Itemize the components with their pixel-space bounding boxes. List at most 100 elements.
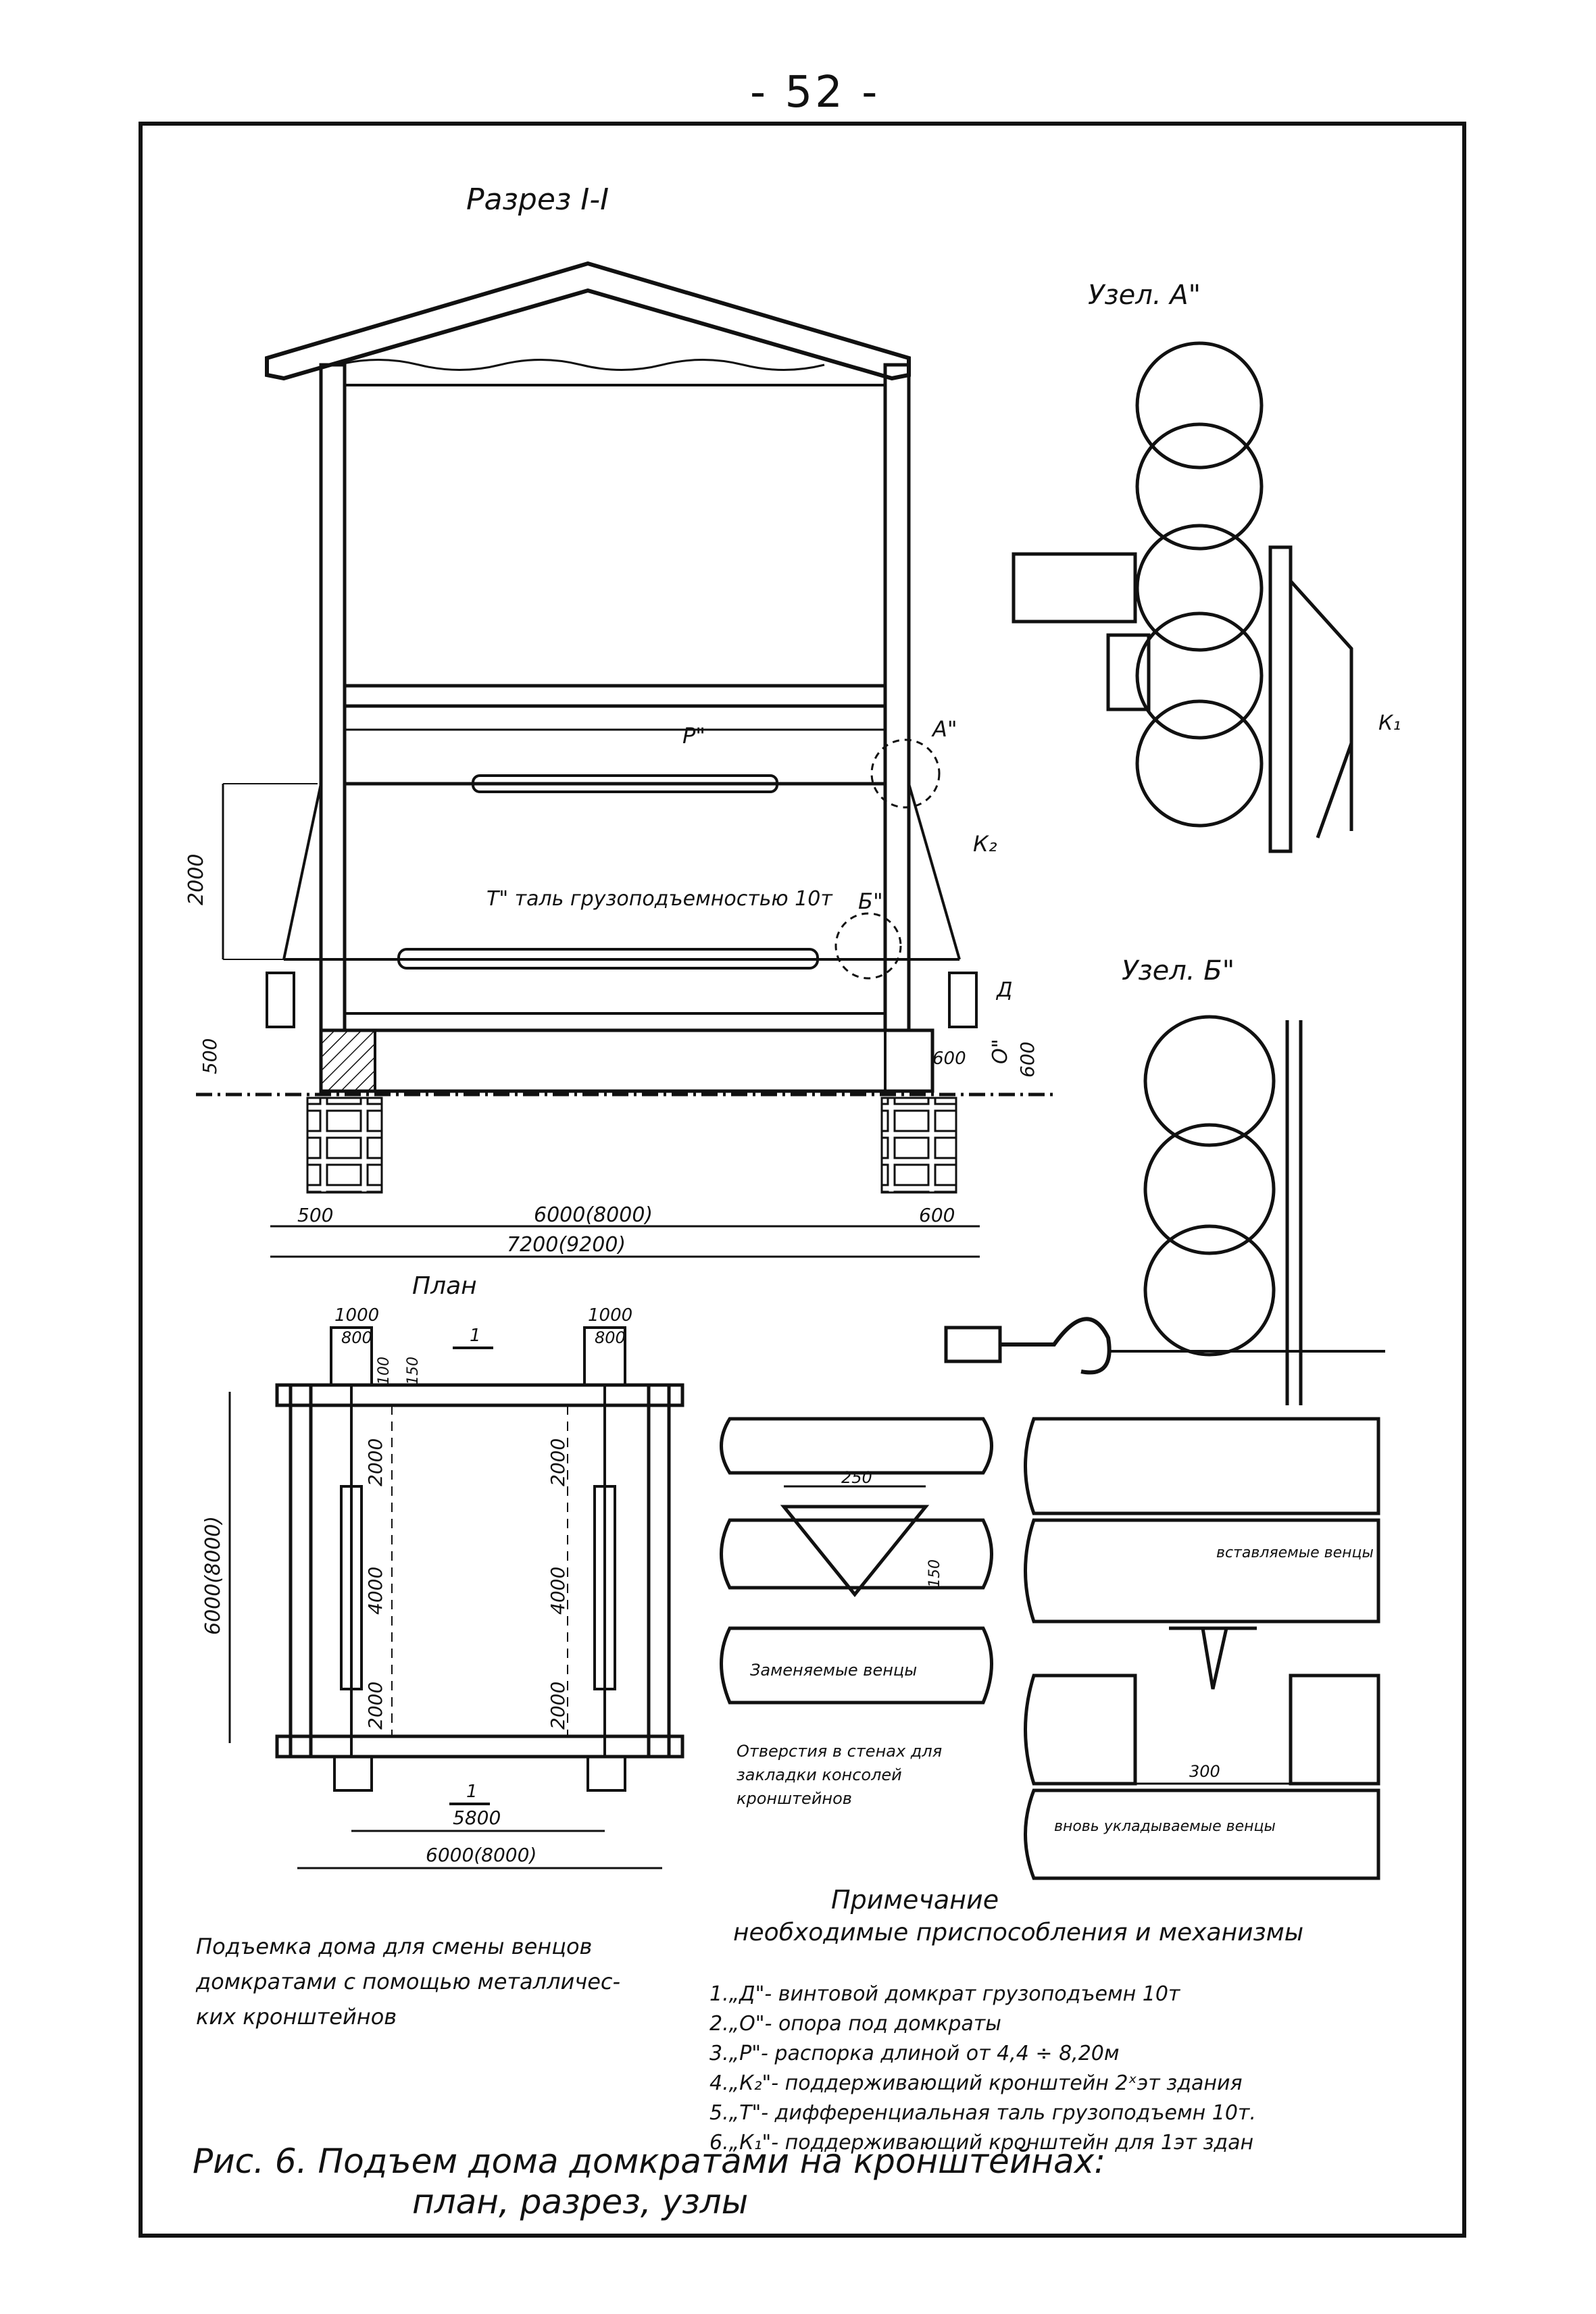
lower-log-2	[1289, 1674, 1380, 1786]
log-wall-3	[720, 1626, 993, 1705]
left-caption-line: Подъемка дома для смены венцов	[196, 1934, 593, 1959]
opening-caption-2: закладки консолей	[737, 1765, 902, 1784]
log-b3	[1143, 1224, 1276, 1357]
drawing-frame	[139, 122, 1466, 2238]
bracket-right	[907, 783, 961, 960]
log-a5	[1135, 699, 1264, 828]
bracket-a-arm	[1289, 580, 1353, 838]
wall-opening-detail: 250 150 Заменяемые венцы Отверстия в сте…	[720, 1417, 993, 1808]
section-view: Разрез I-I Р" А" К₂ 2000 Т" таль грузопо…	[184, 182, 1054, 1258]
plan-v2000a: 2000	[364, 1438, 386, 1486]
note-item: 1.„Д"- винтовой домкрат грузоподъемн 10т	[709, 1982, 1180, 2006]
insert-log-2	[1024, 1518, 1380, 1624]
opening-caption-1: Отверстия в стенах для	[737, 1742, 942, 1761]
note-item: 2.„О"- опора под домкраты	[709, 2012, 1001, 2036]
plan-wall-top	[275, 1383, 684, 1407]
dim-600-small: 600	[932, 1049, 966, 1069]
plan-d1000b: 1000	[588, 1305, 632, 1326]
dim-250: 250	[841, 1468, 872, 1487]
dim-600-vert: 600	[1016, 1042, 1039, 1078]
plan-sec-bot: 1	[466, 1782, 478, 1802]
left-caption-line: домкратами с помощью металличес-	[196, 1969, 621, 1994]
mid-floor	[343, 684, 887, 708]
plan-inner: 5800	[453, 1807, 501, 1829]
note-item: 6.„К₁"- поддерживающий кронштейн для 1эт…	[709, 2131, 1254, 2155]
note-item: 3.„Р"- распорка длиной от 4,4 ÷ 8,20м	[709, 2042, 1120, 2065]
plan-d150: 150	[405, 1357, 422, 1385]
log-a1	[1135, 341, 1264, 470]
node-b-detail: Узел. Б"	[944, 955, 1385, 1405]
label-k1: К₁	[1378, 711, 1401, 735]
opening-caption-3: кронштейнов	[737, 1789, 852, 1808]
plan-bracket-br	[587, 1755, 626, 1792]
plan-wall-left	[289, 1383, 313, 1759]
plan-d800a: 800	[341, 1328, 372, 1347]
node-a-title: Узел. А"	[1088, 280, 1201, 311]
label-k2: К₂	[973, 831, 997, 857]
dim-2000: 2000	[184, 854, 208, 905]
log-a3	[1135, 524, 1264, 652]
plan-view: План 1000 800 1000 800 100 150 1 2000 40…	[201, 1272, 684, 1869]
figure-caption-line1: Рис. 6. Подъем дома домкратами на кроншт…	[193, 2142, 1106, 2181]
plan-bracket-bl	[333, 1755, 373, 1792]
dim-bottom-600: 600	[919, 1204, 955, 1226]
plan-side: 6000(8000)	[201, 1516, 225, 1635]
jack-right	[948, 972, 978, 1028]
label-hoist: Т" таль грузоподъемностью 10т	[487, 887, 833, 911]
dim-bottom-500: 500	[297, 1204, 333, 1226]
hook-handle	[944, 1326, 1002, 1363]
lower-label: вновь укладываемые венцы	[1054, 1818, 1276, 1835]
plan-d800b: 800	[595, 1328, 626, 1347]
left-caption-line: ких кронштейнов	[196, 2004, 397, 2030]
plan-v4000b: 4000	[547, 1567, 569, 1615]
log-b1	[1143, 1015, 1276, 1147]
plan-v4000a: 4000	[364, 1567, 386, 1615]
post-a	[1268, 545, 1293, 853]
page-number: - 52 -	[750, 68, 880, 118]
dim-bottom-main: 6000(8000)	[534, 1203, 653, 1227]
plan-v2000d: 2000	[547, 1682, 569, 1730]
log-a4	[1135, 611, 1264, 740]
detail-a-marker	[870, 738, 941, 809]
plan-wall-right	[647, 1383, 671, 1759]
plan-outer: 6000(8000)	[426, 1844, 537, 1866]
dim-500-vert: 500	[199, 1038, 221, 1074]
section-title: Разрез I-I	[466, 182, 609, 217]
roof	[265, 261, 911, 381]
jack-left	[266, 972, 295, 1028]
footing-left	[306, 1097, 383, 1194]
plan-sec-top: 1	[470, 1326, 481, 1346]
plan-wall-bottom	[275, 1734, 684, 1759]
log-wall-1	[720, 1417, 993, 1475]
note-subtitle: необходимые приспособления и механизмы	[733, 1919, 1304, 1946]
label-corner-a: А"	[931, 716, 957, 742]
note-item: 4.„К₂"- поддерживающий кронштейн 2ˣэт зд…	[709, 2071, 1243, 2095]
sill	[343, 1012, 887, 1032]
beam-a	[1012, 552, 1137, 624]
opening-triangle	[780, 1505, 930, 1597]
plan-rod-left-tube	[340, 1485, 363, 1690]
insert-label: вставляемые венцы	[1216, 1544, 1374, 1561]
label-jack-d: Д	[995, 978, 1012, 1002]
log-wall-2	[720, 1518, 993, 1590]
dim-bottom-total: 7200(9200)	[507, 1233, 626, 1257]
spreader-tube	[472, 774, 778, 793]
node-b-title: Узел. Б"	[1122, 955, 1235, 986]
label-spreader: Р"	[682, 723, 705, 749]
wall-post-left	[319, 363, 347, 1032]
roof-edge	[337, 359, 825, 371]
foundation-slab	[319, 1028, 934, 1093]
log-a2	[1135, 422, 1264, 551]
replace-label: Заменяемые венцы	[750, 1661, 917, 1680]
plan-d1000a: 1000	[334, 1305, 379, 1326]
t-bracket	[1169, 1626, 1257, 1690]
hook	[1000, 1317, 1112, 1375]
plan-title: План	[412, 1272, 477, 1300]
left-caption: Подъемка дома для смены венцов домкратам…	[196, 1929, 620, 2034]
footing-right	[880, 1097, 957, 1194]
lower-log-3	[1024, 1788, 1380, 1880]
insert-log-1	[1024, 1417, 1380, 1515]
note-item: 5.„Т"- дифференциальная таль грузоподъем…	[709, 2101, 1256, 2125]
node-a-detail: Узел. А" К₁	[1012, 280, 1401, 853]
